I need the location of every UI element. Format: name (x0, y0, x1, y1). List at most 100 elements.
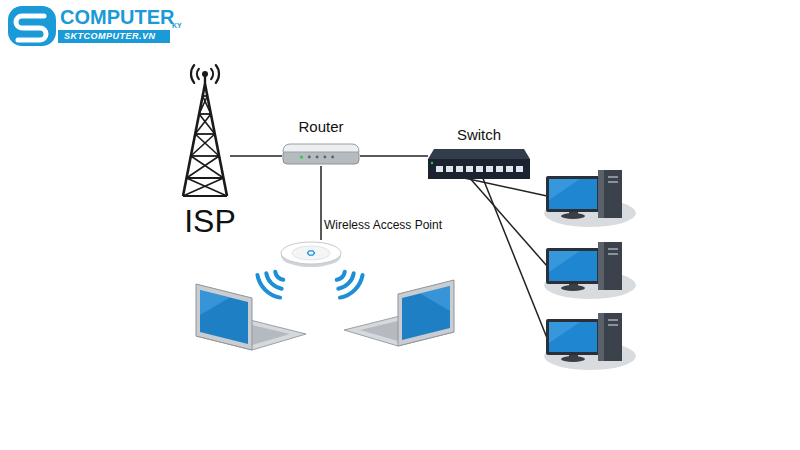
wifi-wave (338, 273, 353, 288)
router-device: Router (282, 142, 360, 166)
node-label: Wireless Access Point (324, 219, 454, 232)
switch-port (456, 166, 463, 172)
tower-brace (199, 96, 207, 114)
access-point: Wireless Access Point (280, 240, 342, 268)
logo-text: KY (172, 22, 182, 29)
desktop-pc (544, 170, 636, 227)
wifi-wave (340, 275, 363, 298)
node-shape (180, 62, 230, 198)
network-link (320, 166, 322, 240)
logo-band (58, 30, 170, 43)
tower-brace (195, 133, 215, 135)
tower-mast (204, 76, 206, 84)
laptop-keyboard (360, 321, 436, 341)
desktop-pc (544, 313, 636, 370)
switch-port (486, 166, 493, 172)
switch-port (466, 166, 473, 172)
network-cable (455, 176, 547, 196)
laptop-base (344, 316, 454, 346)
wifi-waves (337, 272, 363, 298)
logo-text: SKTCOMPUTER.VN (64, 32, 156, 41)
tower-brace (199, 113, 211, 115)
tower-brace (191, 156, 224, 178)
screen-glare (420, 286, 450, 311)
node-shape (428, 149, 530, 179)
laptop-lid (196, 284, 252, 350)
radio-wave (197, 69, 199, 79)
network-link (230, 155, 282, 157)
switch-port (436, 166, 443, 172)
radio-wave (211, 69, 213, 79)
ap-rim (281, 245, 341, 267)
router-led (331, 156, 334, 159)
tower-brace (183, 195, 227, 197)
switch-front (428, 159, 530, 179)
tower-leg (205, 84, 227, 196)
ap-logo (307, 251, 314, 255)
tower-brace (191, 155, 219, 157)
switch-device: Switch (428, 149, 530, 179)
network-cable (482, 176, 547, 338)
switch-port (476, 166, 483, 172)
logo-badge (8, 6, 56, 46)
router-led (316, 156, 319, 159)
network-link (360, 155, 428, 157)
laptop-lid (398, 280, 454, 346)
wifi-wave (337, 272, 345, 280)
node-label: Router (282, 119, 360, 136)
wifi-wave (257, 275, 280, 298)
switch-port (496, 166, 503, 172)
tower-brace (195, 114, 211, 134)
laptop (196, 284, 306, 350)
switch-port (506, 166, 513, 172)
tower-brace (191, 134, 215, 156)
ap-inner (292, 246, 330, 260)
switch-port (516, 166, 523, 172)
laptop-keyboard (214, 325, 290, 345)
tower-brace (187, 178, 227, 196)
router-led (324, 156, 327, 159)
switch-top (428, 149, 530, 159)
laptop-base (196, 320, 306, 350)
radio-wave (216, 65, 219, 83)
wifi-wave (275, 272, 283, 280)
logo-text: COMPUTER (60, 7, 174, 27)
tower-emitter (202, 71, 208, 77)
tower-brace (203, 96, 211, 114)
desktop-pc (544, 242, 636, 299)
tower-brace (187, 156, 220, 178)
switch-port (446, 166, 453, 172)
laptop-screen (402, 286, 450, 340)
ap-top (281, 242, 341, 264)
router-led (308, 156, 311, 159)
laptop (344, 280, 454, 346)
tower-brace (199, 114, 215, 134)
router-led (300, 155, 303, 158)
tower-leg (183, 84, 205, 196)
logo-s-mark (16, 16, 46, 40)
node-label: Switch (428, 127, 530, 144)
node-label: ISP (180, 204, 240, 239)
network-cable (468, 176, 547, 266)
wifi-wave (266, 273, 281, 288)
node-shape (280, 240, 342, 268)
tower-brace (195, 134, 219, 156)
tower-brace (203, 95, 208, 97)
node-shape (282, 142, 360, 166)
radio-wave (191, 65, 194, 83)
switch-led (431, 162, 433, 164)
wifi-waves (257, 272, 283, 298)
tower-brace (187, 177, 224, 179)
router-front (283, 150, 359, 164)
screen-glare (200, 290, 230, 315)
router-top (283, 144, 359, 152)
isp-tower: ISP (180, 62, 230, 198)
tower-brace (183, 178, 223, 196)
tower-frame (183, 65, 227, 196)
laptop-screen (200, 290, 248, 344)
